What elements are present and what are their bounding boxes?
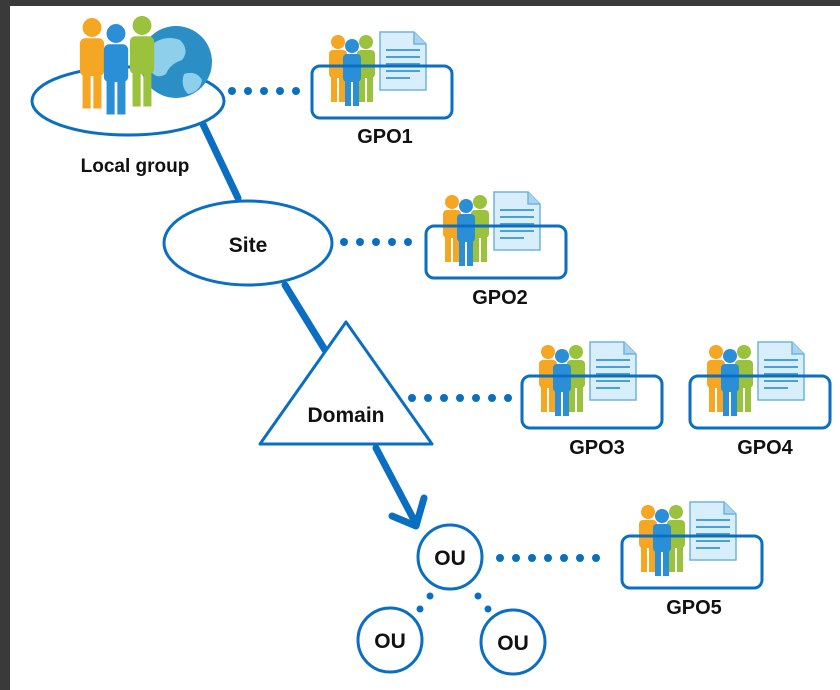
site-label: Site (229, 234, 268, 257)
ou-main-label: OU (434, 547, 466, 570)
people-document-icon (312, 32, 452, 118)
gpo-dotted-links (228, 87, 600, 613)
site-node: Site (162, 199, 334, 287)
people-document-icon (426, 192, 566, 278)
gpo2-item: GPO2 (426, 192, 566, 309)
ou-child-left-node: OU (356, 606, 424, 674)
gpo2-label: GPO2 (472, 287, 528, 309)
people-document-icon (522, 342, 662, 428)
people-document-icon (690, 342, 830, 428)
gpo4-item: GPO4 (690, 342, 830, 459)
domain-label: Domain (307, 404, 384, 427)
gpo3-label: GPO3 (569, 437, 625, 459)
gpo3-item: GPO3 (522, 342, 662, 459)
domain-node: Domain (258, 320, 434, 446)
gpo5-label: GPO5 (666, 597, 722, 619)
people-document-icon (622, 502, 762, 588)
people-globe-icon (79, 16, 212, 115)
local-group-label: Local group (81, 156, 190, 177)
gpo5-item: GPO5 (622, 502, 762, 619)
local-group-node: Local group (30, 16, 226, 177)
ou-child-left-label: OU (374, 630, 406, 653)
gpo4-label: GPO4 (737, 437, 793, 459)
hierarchy-connector (196, 114, 428, 530)
gpo1-label: GPO1 (357, 126, 413, 148)
ou-child-right-node: OU (479, 608, 547, 676)
ou-main-node: OU (416, 523, 484, 591)
gpo1-item: GPO1 (312, 32, 452, 148)
ou-child-right-label: OU (497, 632, 529, 655)
